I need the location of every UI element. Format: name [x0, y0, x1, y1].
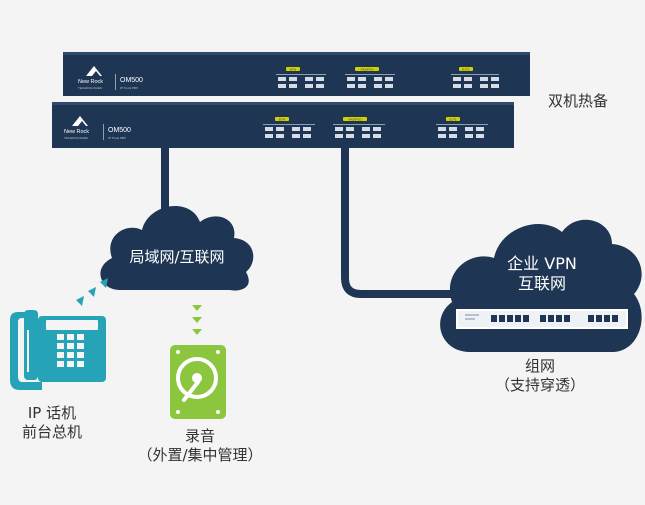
svg-text:E1T1: E1T1 [462, 67, 470, 71]
svg-text:FXS/FXO: FXS/FXO [361, 67, 375, 71]
device-bottom-model: OM500 [108, 127, 131, 134]
hot-standby-label: 双机热备 [548, 92, 609, 110]
device-top-port-group-2: FXS/FXO [345, 67, 395, 88]
device-bottom-brand-sub: TECHNOLOGIES [64, 136, 88, 140]
hard-drive-icon [170, 345, 226, 419]
svg-text:E1T1: E1T1 [449, 117, 457, 121]
wireless-signal-icon [76, 278, 108, 306]
device-bottom-brand: New Rock [64, 129, 89, 135]
lan-cloud-icon [100, 206, 254, 291]
network-label: 组网 （支持穿透） [494, 357, 585, 394]
svg-text:ETH: ETH [290, 67, 296, 71]
device-top-logo-icon [86, 66, 102, 76]
lan-cloud-label: 局域网/互联网 [129, 248, 225, 266]
ip-phone-label: IP 话机 前台总机 [21, 404, 82, 441]
device-top: New Rock TECHNOLOGIES OM500 IP Trunk PBX… [63, 52, 530, 96]
device-bottom-logo-icon [72, 116, 88, 126]
device-bottom-port-group-1: ETH [263, 117, 315, 138]
device-bottom-model-sub: IP Trunk PBX [108, 136, 126, 140]
device-top-model: OM500 [120, 77, 143, 84]
recording-label: 录音 （外置/集中管理） [137, 427, 263, 464]
device-bottom: New Rock TECHNOLOGIES OM500 IP Trunk PBX… [52, 102, 514, 148]
device-top-port-group-3: E1T1 [451, 67, 499, 88]
device-top-brand-sub: TECHNOLOGIES [78, 86, 102, 90]
ip-phone-icon [10, 310, 106, 390]
device-top-model-sub: IP Trunk PBX [120, 86, 138, 90]
vpn-cloud-label: 企业 VPN 互联网 [507, 254, 577, 293]
downward-arrows-icon [192, 305, 202, 335]
svg-text:FXS/FXO: FXS/FXO [349, 117, 363, 121]
device-top-port-group-1: ETH [276, 67, 326, 88]
connector-bottom-device-to-vpn-cloud [341, 145, 470, 298]
device-bottom-port-group-2: FXS/FXO [333, 117, 385, 138]
device-bottom-port-group-3: E1T1 [436, 117, 488, 138]
device-top-brand: New Rock [78, 79, 103, 85]
svg-text:ETH: ETH [279, 117, 285, 121]
network-switch-icon [456, 309, 628, 329]
